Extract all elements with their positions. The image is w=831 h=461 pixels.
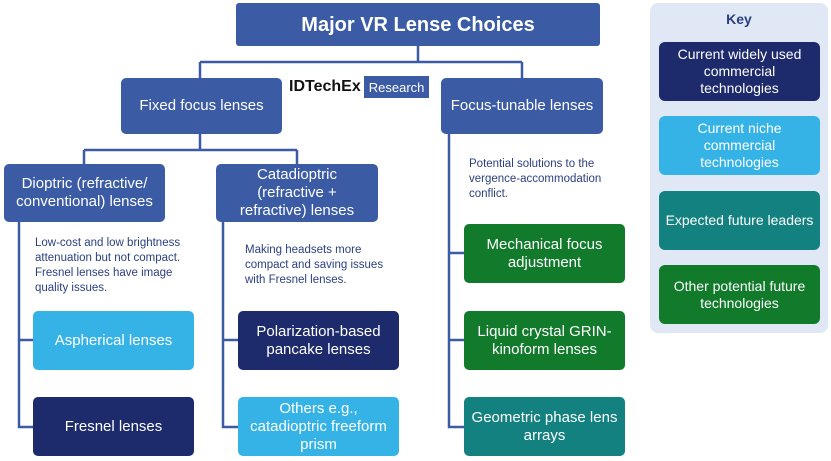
- leaf-aspherical-lenses: Aspherical lenses: [33, 311, 194, 370]
- leaf-pancake-lenses: Polarization-based pancake lenses: [238, 311, 399, 370]
- logo-suffix: Research: [363, 76, 430, 98]
- connector-tunable-leaves: [447, 134, 464, 429]
- connector-dioptric-leaves: [17, 222, 33, 429]
- node-catadioptric-lenses: Catadioptric (refractive + refractive) l…: [216, 164, 378, 222]
- key-item-widely-used: Current widely used commercial technolog…: [659, 42, 820, 101]
- node-fixed-focus-lenses: Fixed focus lenses: [121, 78, 282, 134]
- diagram-title: Major VR Lense Choices: [236, 3, 600, 46]
- leaf-other-catadioptric: Others e.g., catadioptric freeform prism: [238, 397, 399, 456]
- leaf-fresnel-lenses: Fresnel lenses: [33, 397, 194, 456]
- connector-title-to-branches: [198, 46, 524, 78]
- note-dioptric: Low-cost and low brightness attenuation …: [35, 237, 181, 294]
- note-catadioptric: Making headsets more compact and saving …: [245, 244, 384, 286]
- logo-brand: IDTechEx: [289, 76, 364, 98]
- key-item-niche: Current niche commercial technologies: [659, 116, 820, 175]
- leaf-geometric-phase-lens-arrays: Geometric phase lens arrays: [464, 397, 625, 456]
- connector-catadioptric-leaves: [221, 222, 238, 429]
- node-dioptric-lenses: Dioptric (refractive/ conventional) lens…: [4, 164, 165, 222]
- note-focus-tunable: Potential solutions to the vergence-acco…: [469, 158, 602, 200]
- key-title: Key: [726, 11, 752, 27]
- leaf-mechanical-focus-adjustment: Mechanical focus adjustment: [464, 224, 625, 283]
- leaf-liquid-crystal-grin-kinoform: Liquid crystal GRIN-kinoform lenses: [464, 311, 625, 370]
- key-item-future-leaders: Expected future leaders: [659, 191, 820, 250]
- node-focus-tunable-lenses: Focus-tunable lenses: [441, 78, 603, 134]
- key-item-other-future: Other potential future technologies: [659, 265, 820, 324]
- connector-fixed-to-children: [82, 134, 299, 164]
- idtechex-logo: IDTechEx Research: [289, 76, 430, 98]
